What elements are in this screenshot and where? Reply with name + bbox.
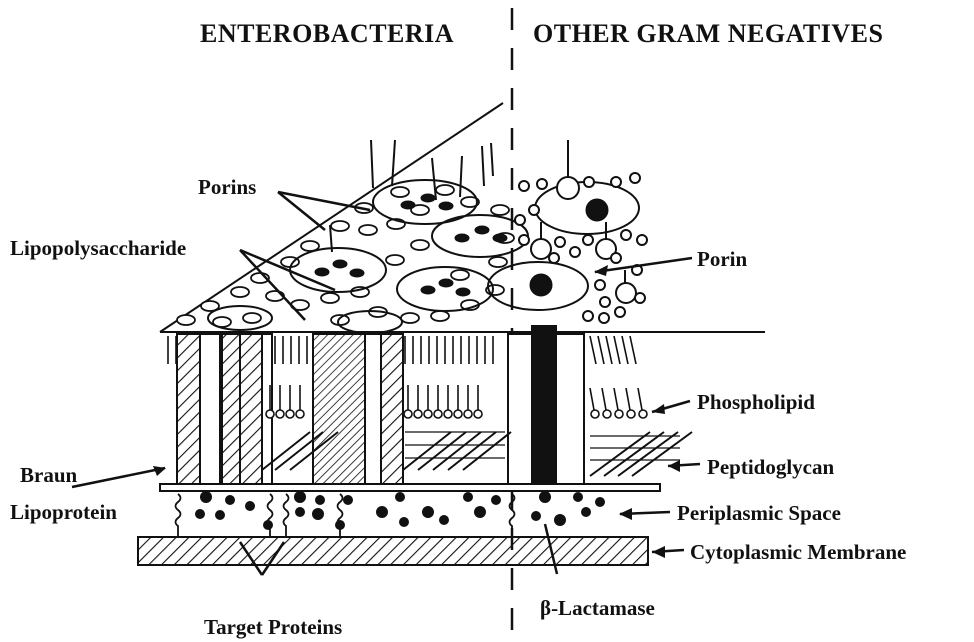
porin-trimer — [397, 267, 493, 311]
label-lipoprotein: Lipoprotein — [10, 500, 117, 524]
label-periplasmic-space: Periplasmic Space — [677, 501, 841, 525]
peptidoglycan-base — [160, 484, 660, 491]
porin-trimer — [290, 248, 386, 292]
label-target-proteins: Target Proteins — [204, 615, 342, 639]
lps-strands — [330, 140, 493, 252]
header-enterobacteria: ENTEROBACTERIA — [200, 19, 454, 48]
porin-large — [488, 262, 588, 310]
label-peptidoglycan: Peptidoglycan — [707, 455, 834, 479]
label-beta-lactamase: β-Lactamase — [540, 596, 655, 620]
label-lipopolysaccharide: Lipopolysaccharide — [10, 236, 186, 260]
label-phospholipid: Phospholipid — [697, 390, 815, 414]
label-braun: Braun — [20, 463, 78, 487]
outer-membrane-cross-section — [168, 326, 647, 484]
label-cytoplasmic-membrane: Cytoplasmic Membrane — [690, 540, 906, 564]
periplasmic-proteins — [195, 491, 605, 530]
label-porins: Porins — [198, 175, 256, 199]
lps-heads-right — [515, 140, 647, 323]
porin-large — [535, 182, 639, 234]
cytoplasmic-membrane — [138, 537, 648, 565]
label-porin: Porin — [697, 247, 747, 271]
header-other-gram-negatives: OTHER GRAM NEGATIVES — [533, 19, 883, 48]
